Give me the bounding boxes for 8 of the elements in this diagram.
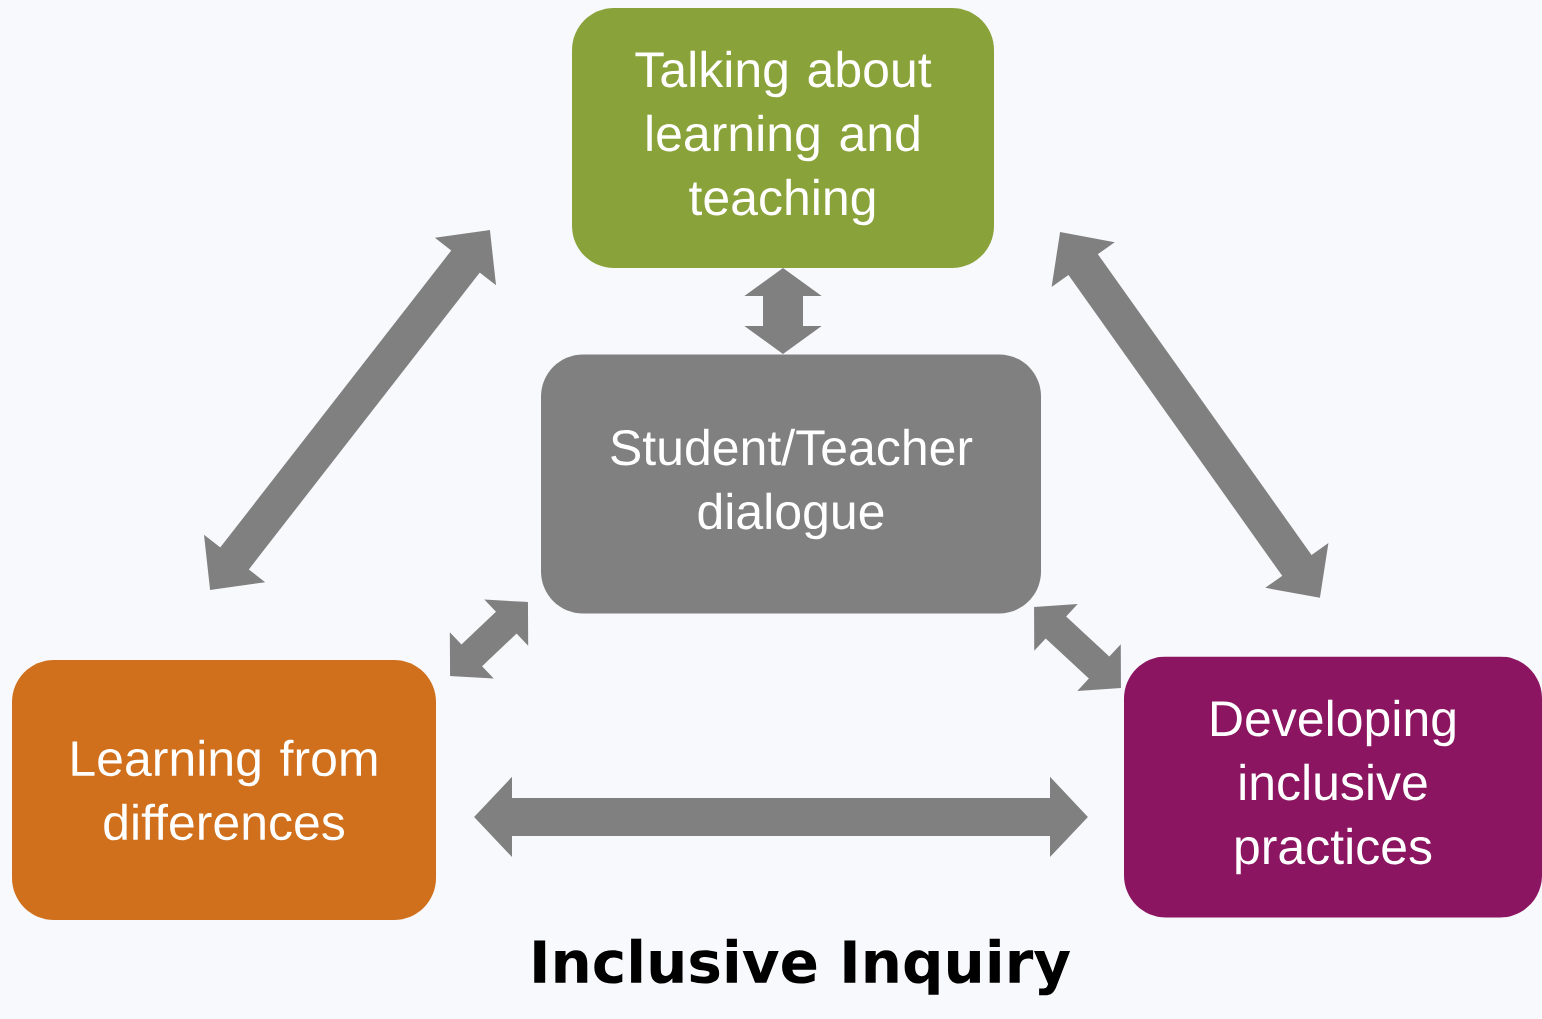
process-box: Learning from differences: [12, 660, 436, 920]
title: Inclusive Inquiry: [534, 938, 1071, 996]
process-box: Student/Teacher dialogue: [541, 354, 1041, 614]
process-box: Talking about learning and teaching: [572, 8, 994, 268]
double-arrow: [449, 599, 529, 679]
double-arrow: [744, 268, 822, 354]
process-box: Developing inclusive practices: [1124, 656, 1542, 918]
double-arrow: [1034, 604, 1121, 691]
